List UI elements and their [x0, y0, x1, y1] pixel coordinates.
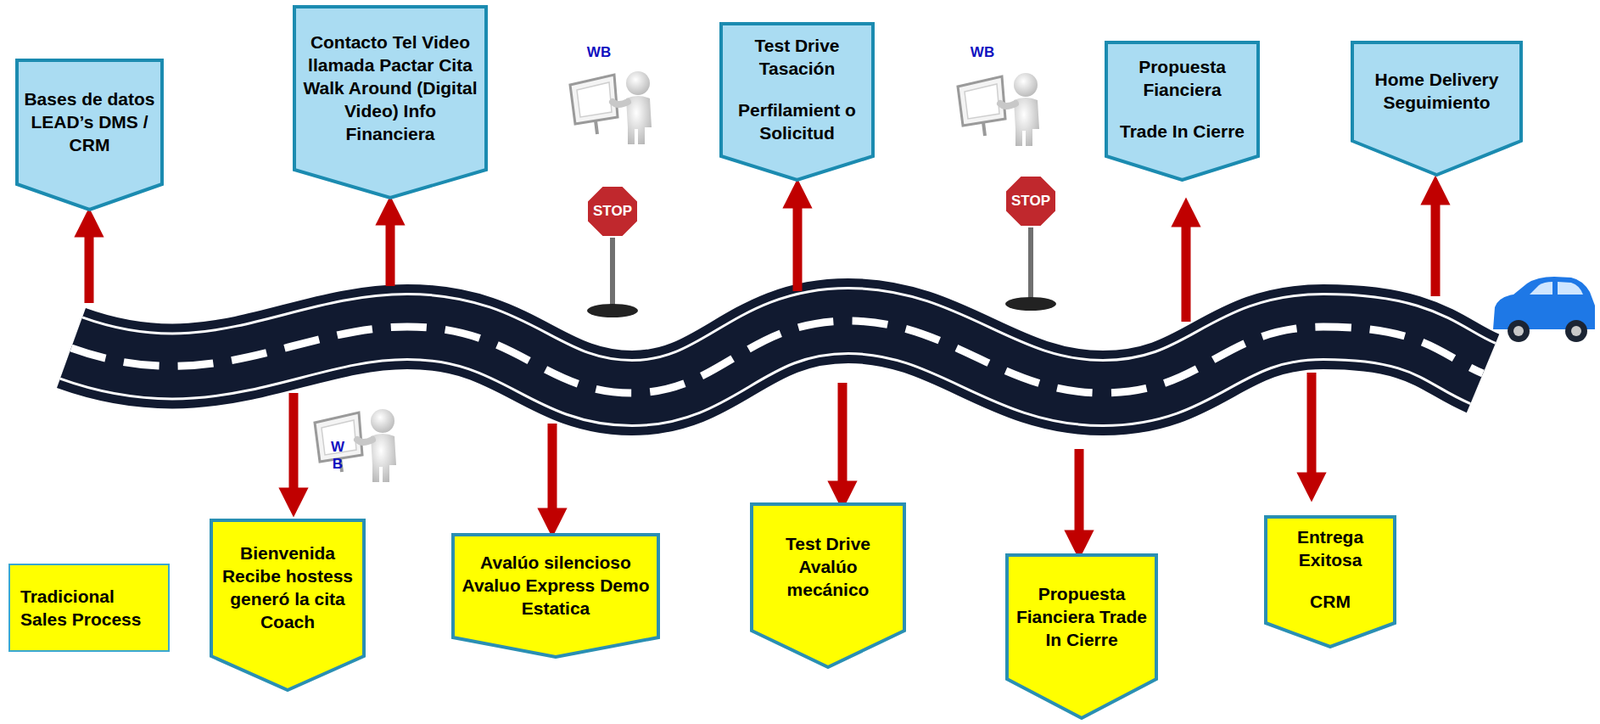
digital-step-callout: Bases de datos LEAD’s DMS / CRM — [15, 58, 164, 212]
stop-sign-text: STOP — [1011, 192, 1051, 210]
digital-step-callout: Propuesta FiancieraTrade In Cierre — [1104, 40, 1260, 182]
whiteboard-figure — [957, 72, 1040, 146]
callout-outline — [1352, 42, 1522, 175]
callout-outline — [1006, 554, 1157, 718]
callout-shape — [8, 563, 170, 652]
step-text: Bases de datos LEAD’s DMS / CRM — [23, 87, 156, 157]
text-area: Propuesta FiancieraTrade In Cierre — [1104, 48, 1260, 150]
legend-box: Tradicional Sales Process — [8, 563, 170, 652]
step-text: Perfilamient o Solicitud — [727, 98, 867, 145]
step-text: Trade In Cierre — [1113, 119, 1252, 143]
step-text: Test Drive Avalúo mecánico — [758, 531, 898, 601]
text-area: Propuesta Fianciera Trade In Cierre — [1005, 575, 1159, 658]
callout-outline — [1265, 516, 1395, 647]
digital-step-callout: Test Drive TasaciónPerfilamient o Solici… — [719, 22, 875, 182]
callout-shape — [451, 532, 661, 659]
step-text: Entrega Exitosa — [1272, 525, 1388, 571]
traditional-step-callout: Test Drive Avalúo mecánico — [749, 502, 907, 669]
step-text: Test Drive Tasación — [727, 33, 867, 80]
whiteboard-label: WB — [587, 44, 611, 62]
digital-step-callout: Home Delivery Seguimiento — [1350, 40, 1523, 177]
step-text: Bienvenida Recibe hostess generó la cita… — [218, 541, 358, 633]
step-text: Propuesta Fianciera — [1113, 55, 1252, 101]
whiteboard-label: WB — [970, 44, 995, 62]
callout-outline — [211, 520, 364, 690]
callout-outline — [721, 23, 873, 180]
text-area: Bases de datos LEAD’s DMS / CRM — [15, 80, 164, 163]
digital-step-callout: Contacto Tel Video llamada Pactar Cita W… — [292, 5, 488, 200]
traditional-step-callout: Propuesta Fianciera Trade In Cierre — [1005, 553, 1159, 720]
step-text: Propuesta Fianciera Trade In Cierre — [1013, 581, 1150, 651]
car — [1493, 276, 1595, 342]
step-text: CRM — [1272, 589, 1388, 613]
callout-outline — [1106, 42, 1259, 180]
callout-outline — [294, 6, 487, 198]
callout-outline — [16, 60, 163, 210]
callout-outline — [453, 534, 659, 657]
text-area: Test Drive TasaciónPerfilamient o Solici… — [719, 27, 875, 152]
text-area: Entrega ExitosaCRM — [1264, 518, 1397, 620]
red-arrows — [89, 190, 1436, 545]
text-area: Bienvenida Recibe hostess generó la cita… — [209, 534, 366, 640]
stop-sign-text: STOP — [593, 202, 633, 220]
stop-sign — [587, 185, 638, 318]
text-area: Home Delivery Seguimiento — [1350, 61, 1523, 121]
step-text: Avalúo silencioso Avaluo Express Demo Es… — [459, 550, 652, 620]
step-text: Tradicional Sales Process — [20, 584, 158, 631]
stop-sign — [1005, 175, 1057, 311]
whiteboard-figure — [314, 408, 397, 482]
step-text: Contacto Tel Video llamada Pactar Cita W… — [301, 30, 480, 146]
callout-outline — [9, 564, 169, 651]
whiteboard-label: W B — [330, 438, 346, 472]
text-area: Test Drive Avalúo mecánico — [749, 525, 907, 608]
traditional-step-callout: Avalúo silencioso Avaluo Express Demo Es… — [451, 532, 661, 659]
step-text: Home Delivery Seguimiento — [1359, 67, 1515, 114]
traditional-step-callout: Bienvenida Recibe hostess generó la cita… — [209, 518, 366, 692]
callout-outline — [751, 503, 905, 667]
text-area: Tradicional Sales Process — [8, 576, 170, 639]
text-area: Contacto Tel Video llamada Pactar Cita W… — [292, 23, 488, 152]
road — [71, 320, 1483, 393]
traditional-step-callout: Entrega ExitosaCRM — [1264, 514, 1397, 649]
whiteboard-figure — [570, 71, 652, 145]
text-area: Avalúo silencioso Avaluo Express Demo Es… — [451, 543, 661, 627]
